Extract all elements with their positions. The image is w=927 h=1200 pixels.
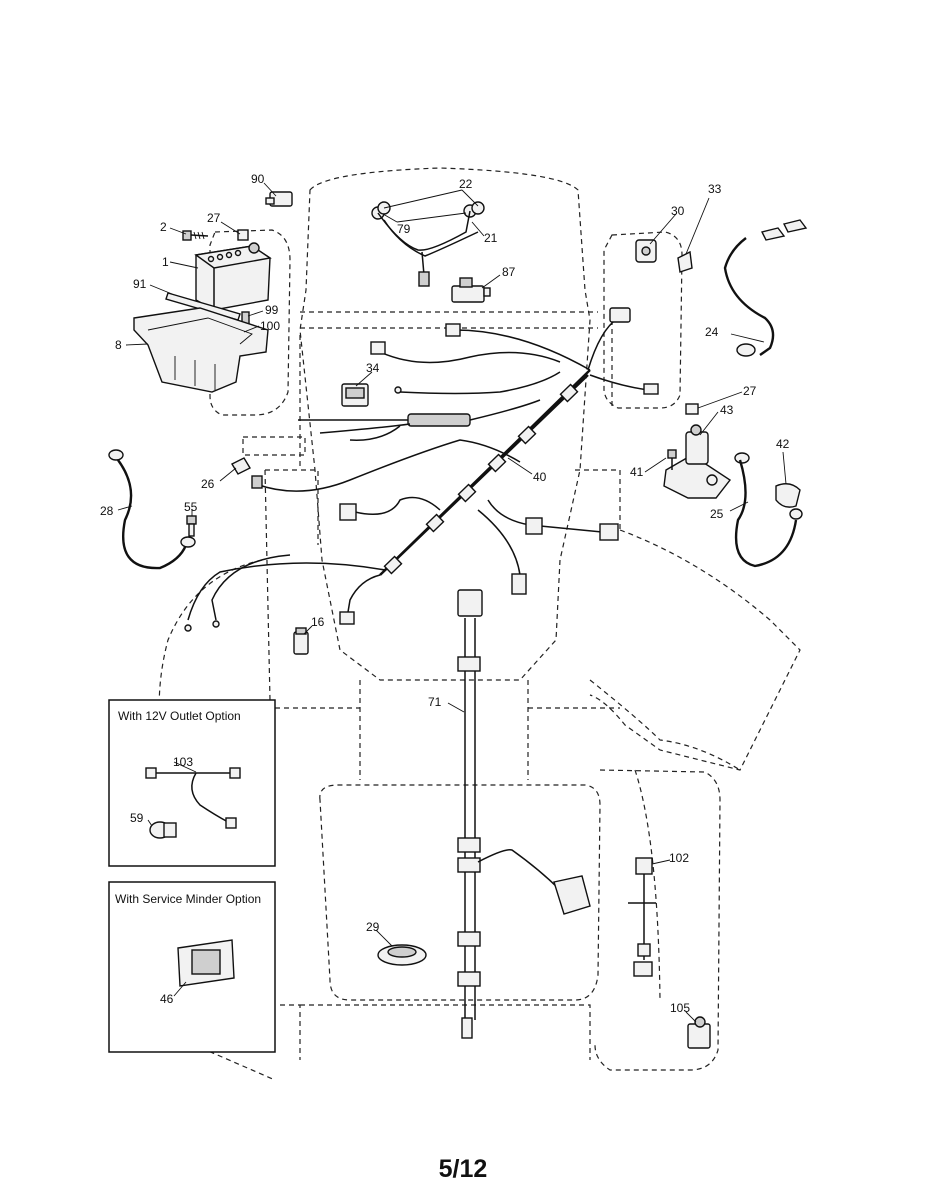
callout-41: 41 (630, 465, 644, 479)
part-27-nut (237, 229, 249, 241)
callout-90: 90 (251, 172, 265, 186)
part-28-ground-cable (108, 449, 196, 570)
callout-102: 102 (669, 851, 689, 865)
leader-lines (117, 182, 787, 1023)
part-87-switch (451, 277, 491, 303)
callout-16: 16 (311, 615, 325, 629)
part-1-battery (194, 242, 272, 311)
part-55-bolt (186, 515, 197, 537)
part-41-bolt (667, 449, 677, 470)
callout-34: 34 (366, 361, 380, 375)
callout-2: 2 (160, 220, 167, 234)
part-2-bolt (182, 230, 209, 241)
part-16-connector (293, 627, 309, 655)
callout-105: 105 (670, 1001, 690, 1015)
callout-8: 8 (115, 338, 122, 352)
part-22-79-21-headlight-harness (371, 201, 485, 287)
callout-91: 91 (133, 277, 147, 291)
inset-12v-outlet-title: With 12V Outlet Option (118, 709, 241, 723)
callout-46: 46 (160, 992, 174, 1006)
inset-service-minder (108, 881, 276, 1053)
callout-42: 42 (776, 437, 790, 451)
part-24-battery-cable (723, 219, 808, 357)
page-number: 5/12 (439, 1155, 488, 1183)
callout-33: 33 (708, 182, 722, 196)
callout-71: 71 (428, 695, 442, 709)
part-40-main-harness (184, 307, 659, 632)
callout-25: 25 (710, 507, 724, 521)
callout-28: 28 (100, 504, 114, 518)
callout-103: 103 (173, 755, 193, 769)
part-29-horn (377, 944, 427, 966)
callout-55: 55 (184, 500, 198, 514)
inset-service-minder-title: With Service Minder Option (115, 892, 261, 906)
callout-29: 29 (366, 920, 380, 934)
part-105-switch (687, 1016, 711, 1049)
callout-59: 59 (130, 811, 144, 825)
callout-21: 21 (484, 231, 498, 245)
part-43-solenoid (663, 424, 732, 499)
part-71-harness (457, 589, 591, 1039)
callout-27-b: 27 (743, 384, 757, 398)
part-30-ignition-switch (635, 239, 657, 263)
inset-12v-outlet (108, 699, 276, 867)
callout-100: 100 (260, 319, 280, 333)
callout-30: 30 (671, 204, 685, 218)
part-42-boot (775, 483, 801, 508)
part-8-battery-tray (133, 307, 269, 393)
callout-27: 27 (207, 211, 221, 225)
part-90-connector (265, 191, 293, 207)
callout-99: 99 (265, 303, 279, 317)
callout-22: 22 (459, 177, 473, 191)
part-34-switch (341, 383, 369, 407)
callout-24: 24 (705, 325, 719, 339)
callout-43: 43 (720, 403, 734, 417)
callout-numbers: 90 22 2 27 79 21 1 87 30 33 91 99 100 8 … (100, 172, 790, 1015)
part-33-relay (677, 250, 693, 273)
callout-40: 40 (533, 470, 547, 484)
part-26-fuse (231, 457, 263, 489)
part-25-cable (734, 452, 803, 568)
callout-26: 26 (201, 477, 215, 491)
callout-87: 87 (502, 265, 516, 279)
part-27-nut-b (685, 403, 699, 415)
callout-1: 1 (162, 255, 169, 269)
callout-79: 79 (397, 222, 411, 236)
part-102-harness (628, 857, 656, 977)
